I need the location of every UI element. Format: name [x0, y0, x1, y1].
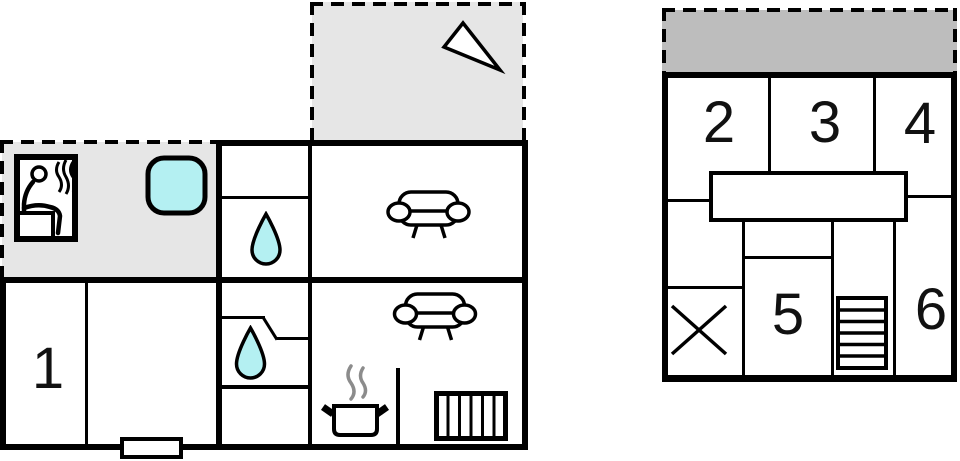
wall [742, 220, 745, 377]
wall [893, 220, 896, 377]
balcony-dashed-border [662, 8, 957, 12]
wall [768, 76, 771, 172]
room-label-6: 6 [914, 277, 948, 342]
sofa-icon [386, 190, 471, 239]
wall [220, 316, 265, 319]
wall [742, 256, 834, 259]
wall [216, 140, 222, 450]
wall [396, 368, 400, 446]
wall [85, 283, 88, 444]
wall [0, 277, 6, 450]
radiator-icon [434, 391, 508, 441]
wall [218, 140, 528, 146]
wall [0, 444, 528, 450]
room-label-4: 4 [903, 91, 937, 156]
room-label-5: 5 [771, 282, 805, 347]
wall [220, 385, 310, 389]
wall [951, 72, 957, 382]
terrace-left-dashed-border [0, 140, 4, 280]
wall [220, 196, 310, 199]
sauna-icon [14, 154, 78, 242]
terrace-top [312, 2, 523, 140]
wall [662, 72, 957, 78]
stove-icon [320, 364, 390, 437]
entrance-door [120, 437, 183, 459]
terrace-top-dashed-border [310, 2, 314, 141]
wall [666, 286, 745, 289]
wall [522, 140, 528, 450]
balcony-dashed-border [662, 8, 666, 72]
wall [0, 277, 528, 283]
wall [873, 76, 876, 172]
terrace-top-dashed-border [310, 2, 526, 6]
hall-landing [709, 171, 908, 222]
balcony-dashed-border [953, 8, 957, 72]
wall [662, 72, 668, 382]
terrace-left-dashed-border [0, 140, 220, 144]
terrace-top-dashed-border [522, 2, 526, 141]
water-drop-icon [250, 211, 282, 266]
wall [308, 140, 312, 450]
stairs-icon [836, 296, 888, 370]
wall [662, 375, 957, 382]
room-label-1: 1 [31, 336, 65, 401]
cross-void-icon [670, 304, 728, 356]
wall [906, 195, 953, 198]
wall [831, 220, 834, 377]
wall [666, 199, 711, 202]
north-arrow-icon [441, 20, 506, 75]
wall [277, 337, 310, 340]
sofa-icon [392, 292, 478, 341]
room-label-2: 2 [702, 90, 736, 155]
hot-tub-icon [145, 155, 208, 216]
balcony [662, 10, 957, 72]
water-drop-icon [234, 325, 267, 380]
room-label-3: 3 [808, 90, 842, 155]
